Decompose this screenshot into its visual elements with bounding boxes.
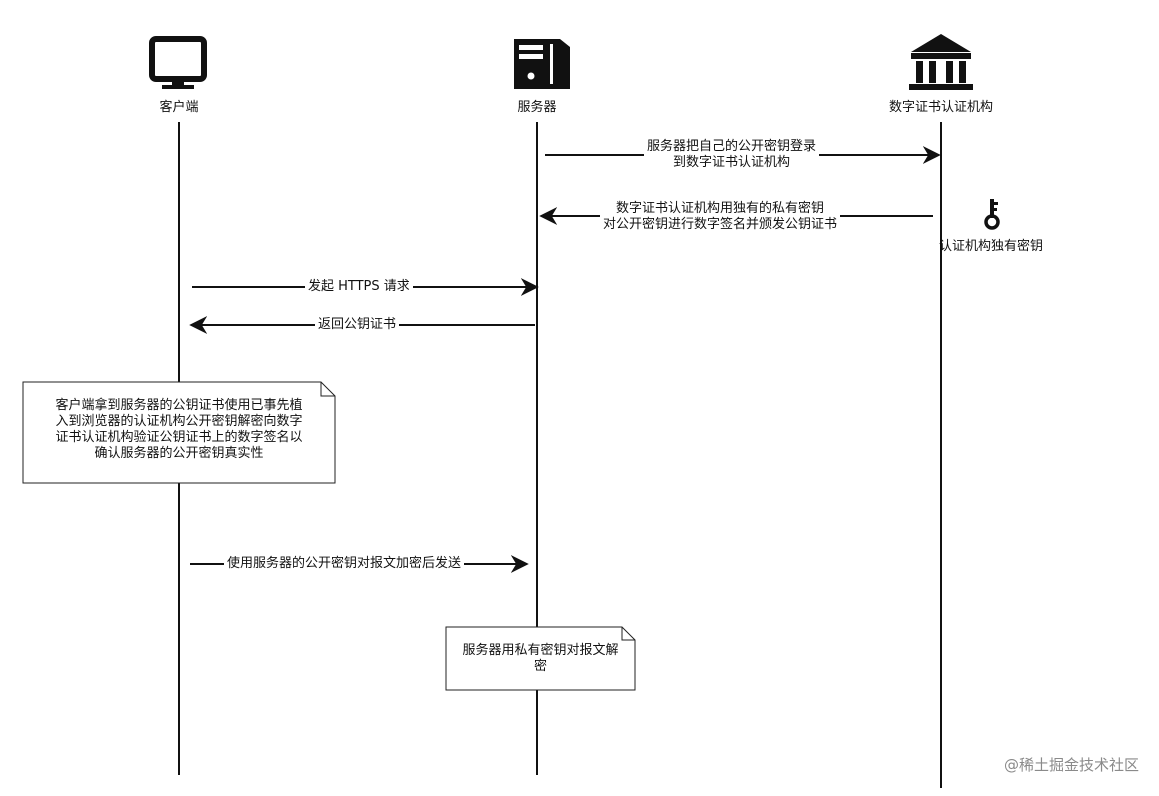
monitor-icon — [149, 36, 207, 89]
message-m5: 使用服务器的公开密钥对报文加密后发送 — [224, 556, 465, 572]
client-note-line4: 确认服务器的公开密钥真实性 — [94, 446, 264, 461]
message-m1-line2: 到数字证书认证机构 — [673, 155, 791, 170]
server-note-text: 服务器用私有密钥对报文解 密 — [446, 643, 635, 675]
server-note-box — [445, 626, 636, 691]
actor-label-client: 客户端 — [159, 100, 199, 115]
message-m1-line1: 服务器把自己的公开密钥登录 — [647, 139, 817, 154]
watermark: @稀土掘金技术社区 — [1003, 756, 1139, 774]
server-note-line2: 密 — [533, 659, 547, 674]
client-note-line1: 客户端拿到服务器的公钥证书使用已事先植 — [55, 398, 303, 413]
client-note-box — [22, 381, 336, 484]
message-m2-line1: 数字证书认证机构用独有的私有密钥 — [616, 201, 825, 216]
message-m4: 返回公钥证书 — [315, 317, 400, 333]
bank-building-icon — [909, 34, 973, 90]
client-note-line2: 入到浏览器的认证机构公开密钥解密向数字 — [55, 414, 303, 429]
message-m2-line2: 对公开密钥进行数字签名并颁发公钥证书 — [603, 217, 838, 232]
message-m2: 数字证书认证机构用独有的私有密钥 对公开密钥进行数字签名并颁发公钥证书 — [600, 201, 841, 233]
actor-label-ca: 数字证书认证机构 — [888, 100, 993, 115]
actor-label-server: 服务器 — [517, 100, 557, 115]
server-tower-icon — [514, 39, 570, 89]
server-note-line1: 服务器用私有密钥对报文解 — [462, 643, 619, 658]
message-m3: 发起 HTTPS 请求 — [305, 279, 413, 295]
key-label: 认证机构独有密钥 — [938, 239, 1043, 254]
client-note-line3: 证书认证机构验证公钥证书上的数字签名以 — [55, 430, 303, 445]
key-icon — [984, 199, 1000, 230]
message-m1: 服务器把自己的公开密钥登录 到数字证书认证机构 — [644, 139, 820, 171]
client-note-text: 客户端拿到服务器的公钥证书使用已事先植 入到浏览器的认证机构公开密钥解密向数字 … — [23, 398, 335, 462]
